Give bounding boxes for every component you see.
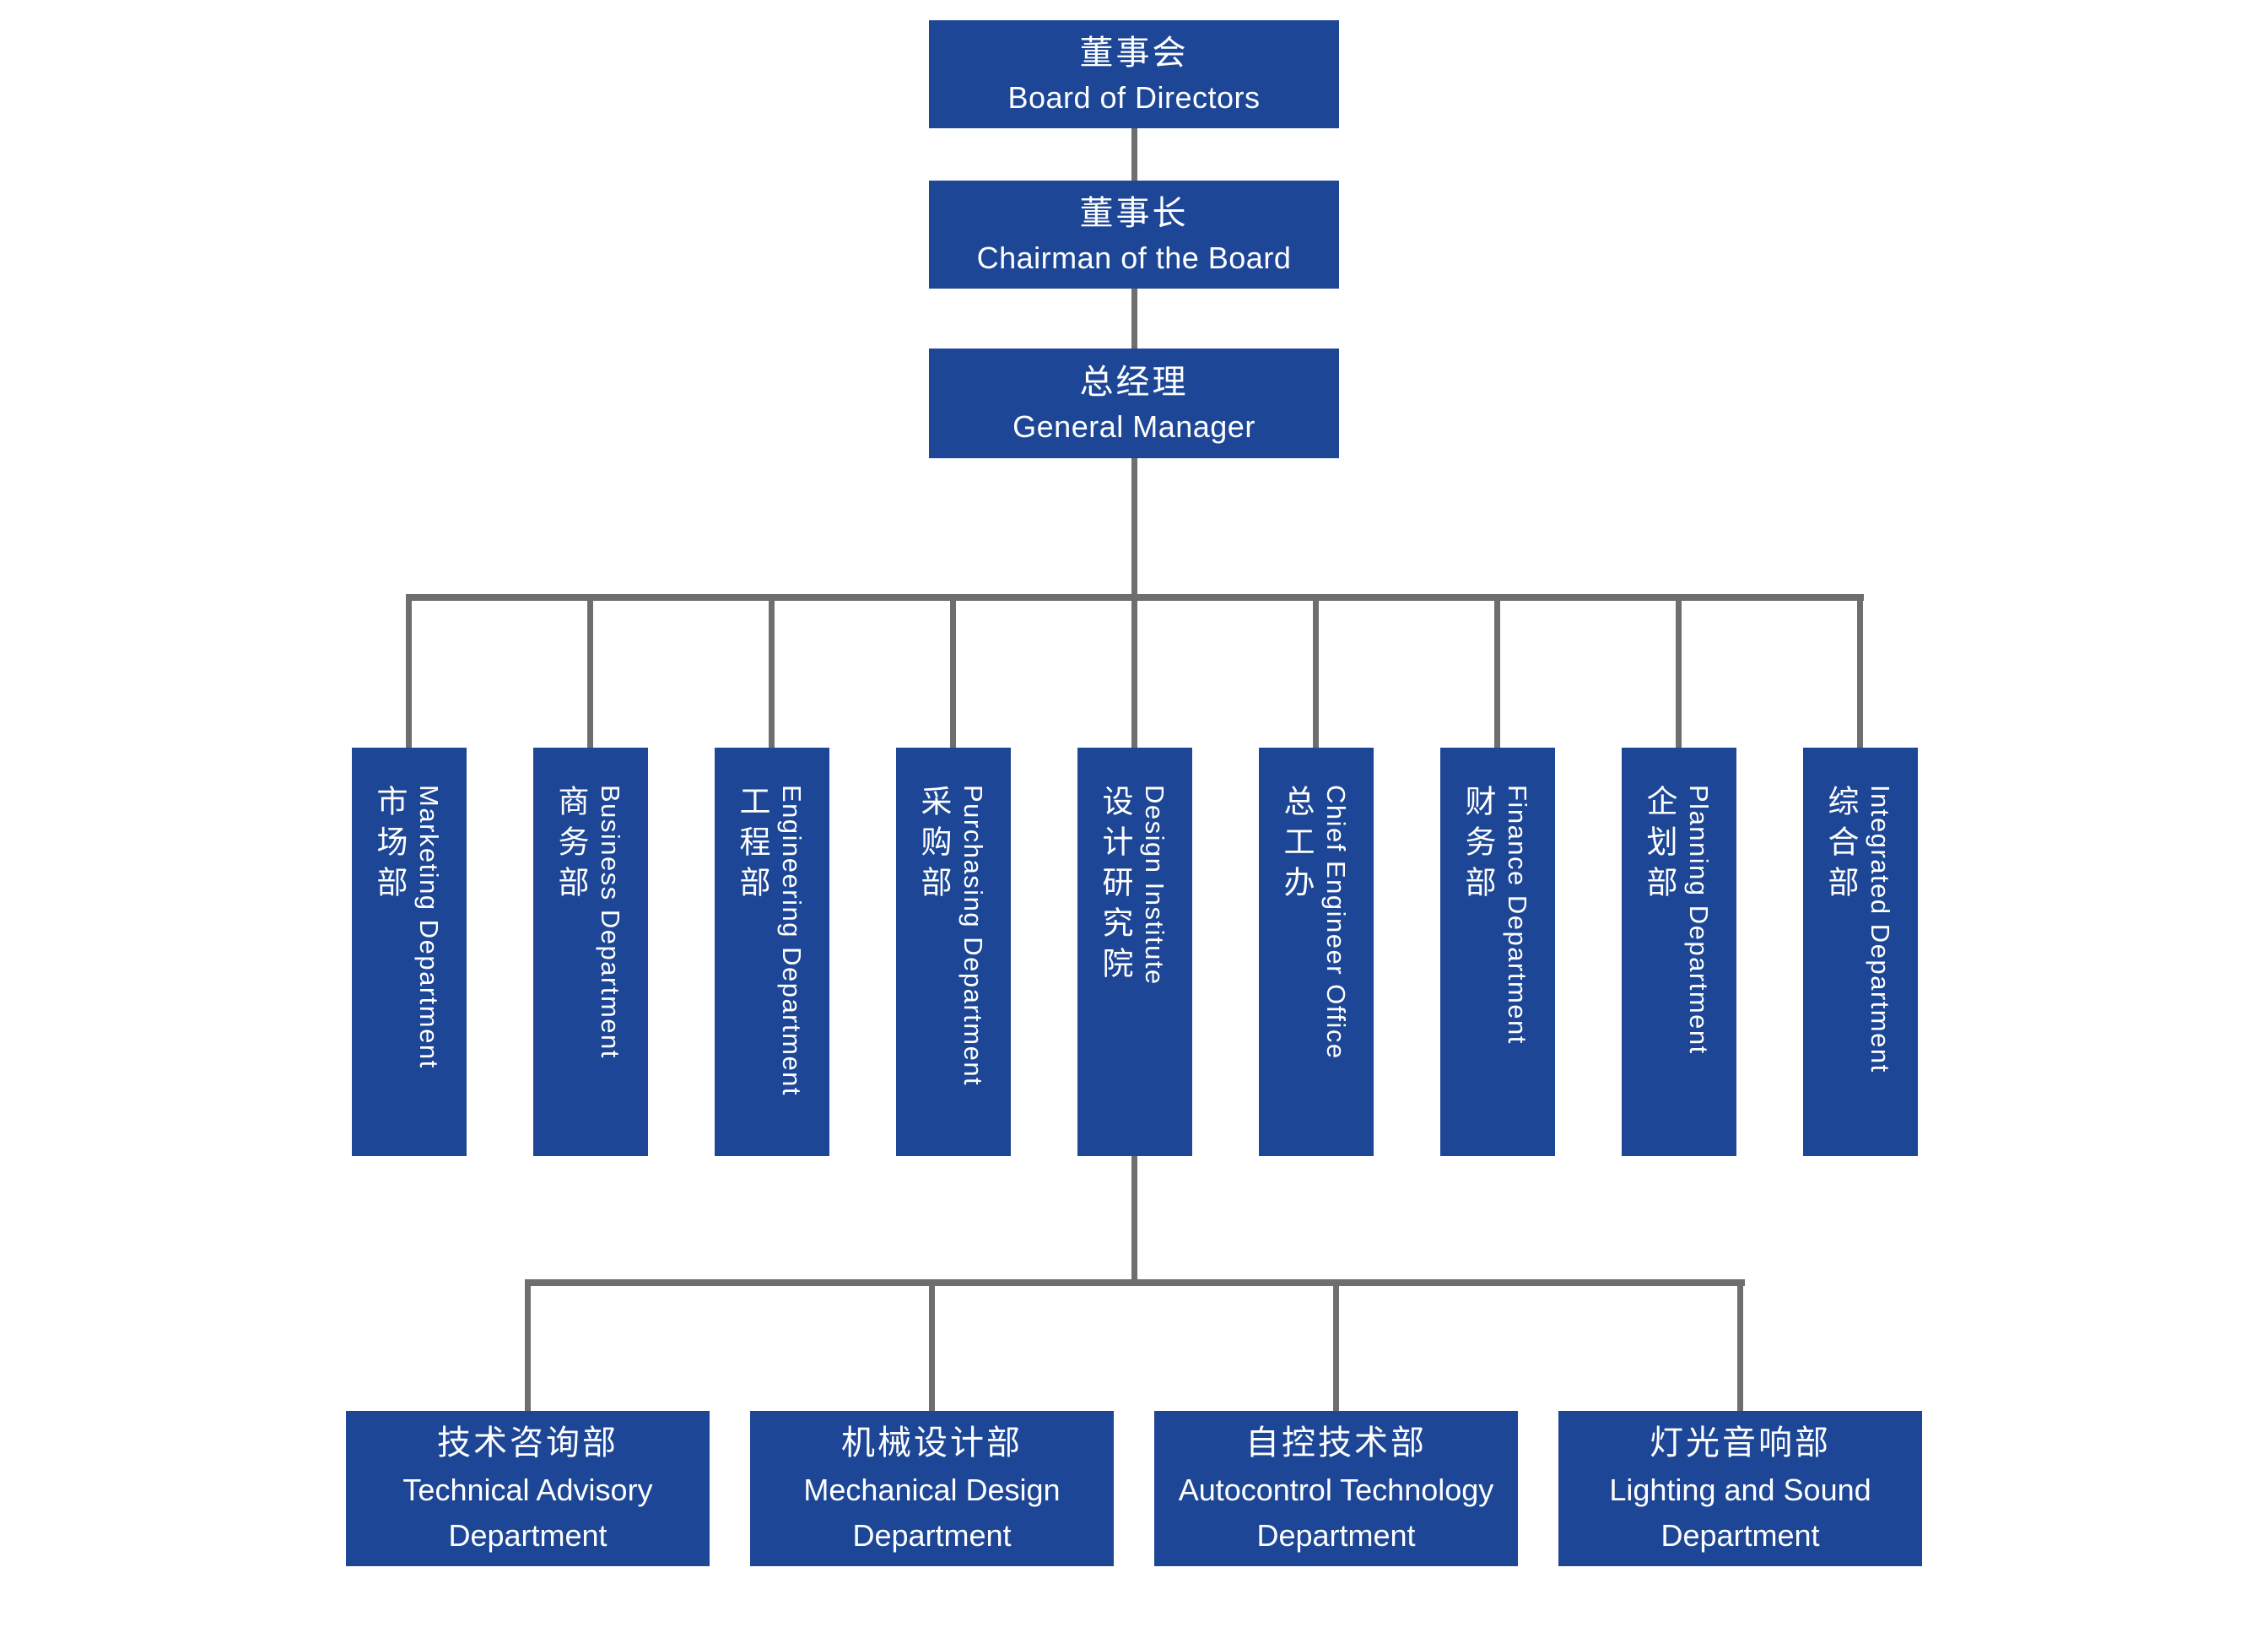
sub-dept-box-autocontrol-technology: 自控技术部 Autocontrol Technology Department — [1154, 1411, 1518, 1566]
sub-dept-autocontrol-technology-zh: 自控技术部 — [1245, 1424, 1427, 1462]
chairman-label-zh: 董事长 — [1079, 195, 1189, 232]
sub-dept-box-mechanical-design: 机械设计部 Mechanical Design Department — [750, 1411, 1114, 1566]
connector-drop-technical-advisory — [525, 1279, 531, 1411]
dept-box-integrated: 综合部 Integrated Department — [1803, 748, 1918, 1156]
connector-drop-mechanical-design — [929, 1279, 935, 1411]
dept-engineering-zh: 工程部 — [735, 785, 770, 906]
connector-gm-down — [1131, 458, 1137, 594]
dept-purchasing-en: Purchasing Department — [958, 785, 988, 1087]
board-of-directors-label-zh: 董事会 — [1079, 35, 1189, 72]
sub-dept-mechanical-design-en: Mechanical Design Department — [803, 1473, 1061, 1553]
dept-planning-zh: 企划部 — [1642, 785, 1677, 906]
dept-marketing-en: Marketing Department — [414, 785, 444, 1069]
sub-dept-lighting-sound-zh: 灯光音响部 — [1650, 1424, 1831, 1462]
dept-design-institute-zh: 设计研究院 — [1098, 785, 1132, 987]
dept-box-finance: 财务部 Finance Department — [1440, 748, 1555, 1156]
dept-label-integrated: 综合部 Integrated Department — [1821, 748, 1900, 1073]
sub-dept-technical-advisory-en: Technical Advisory Department — [402, 1473, 653, 1553]
dept-planning-en: Planning Department — [1684, 785, 1714, 1055]
dept-business-en: Business Department — [596, 785, 625, 1059]
general-manager-box: 总经理 General Manager — [929, 349, 1339, 458]
sub-dept-mechanical-design-zh: 机械设计部 — [841, 1424, 1023, 1462]
connector-drop-purchasing — [950, 594, 956, 748]
dept-box-design-institute: 设计研究院 Design Institute — [1077, 748, 1192, 1156]
sub-dept-box-lighting-sound: 灯光音响部 Lighting and Sound Department — [1558, 1411, 1922, 1566]
dept-finance-zh: 财务部 — [1461, 785, 1495, 906]
dept-chief-engineer-office-zh: 总工办 — [1279, 785, 1314, 906]
general-manager-label-zh: 总经理 — [1079, 364, 1189, 401]
dept-finance-en: Finance Department — [1503, 785, 1532, 1045]
dept-label-design-institute: 设计研究院 Design Institute — [1095, 748, 1174, 987]
connector-drop-integrated — [1857, 594, 1863, 748]
connector-subs-bus — [525, 1279, 1745, 1286]
dept-label-business: 商务部 Business Department — [551, 748, 630, 1059]
sub-dept-box-technical-advisory: 技术咨询部 Technical Advisory Department — [346, 1411, 710, 1566]
connector-drop-marketing — [406, 594, 412, 748]
connector-drop-planning — [1676, 594, 1682, 748]
connector-chairman-to-gm — [1131, 289, 1137, 349]
dept-purchasing-zh: 采购部 — [916, 785, 951, 906]
chairman-box: 董事长 Chairman of the Board — [929, 181, 1339, 289]
dept-chief-engineer-office-en: Chief Engineer Office — [1321, 785, 1351, 1060]
connector-drop-engineering — [769, 594, 775, 748]
connector-drop-finance — [1494, 594, 1500, 748]
board-of-directors-box: 董事会 Board of Directors — [929, 20, 1339, 128]
connector-drop-chief-engineer-office — [1313, 594, 1319, 748]
connector-design-institute-down — [1131, 1156, 1137, 1279]
dept-integrated-en: Integrated Department — [1866, 785, 1895, 1073]
chairman-label-en: Chairman of the Board — [976, 241, 1292, 275]
dept-engineering-en: Engineering Department — [777, 785, 807, 1097]
connector-drop-business — [587, 594, 593, 748]
connector-drop-lighting-sound — [1737, 1279, 1743, 1411]
sub-dept-lighting-sound-en: Lighting and Sound Department — [1609, 1473, 1871, 1553]
dept-business-zh: 商务部 — [554, 785, 588, 906]
sub-dept-technical-advisory-zh: 技术咨询部 — [437, 1424, 618, 1462]
board-of-directors-label-en: Board of Directors — [1007, 80, 1261, 115]
connector-drop-autocontrol-technology — [1333, 1279, 1339, 1411]
dept-integrated-zh: 综合部 — [1823, 785, 1858, 906]
connector-drop-design-institute — [1131, 594, 1137, 748]
general-manager-label-en: General Manager — [1012, 409, 1256, 444]
dept-label-finance: 财务部 Finance Department — [1458, 748, 1537, 1045]
dept-box-business: 商务部 Business Department — [533, 748, 648, 1156]
connector-board-to-chairman — [1131, 128, 1137, 181]
dept-marketing-zh: 市场部 — [372, 785, 407, 906]
dept-design-institute-en: Design Institute — [1140, 785, 1169, 986]
sub-dept-autocontrol-technology-en: Autocontrol Technology Department — [1178, 1473, 1494, 1553]
